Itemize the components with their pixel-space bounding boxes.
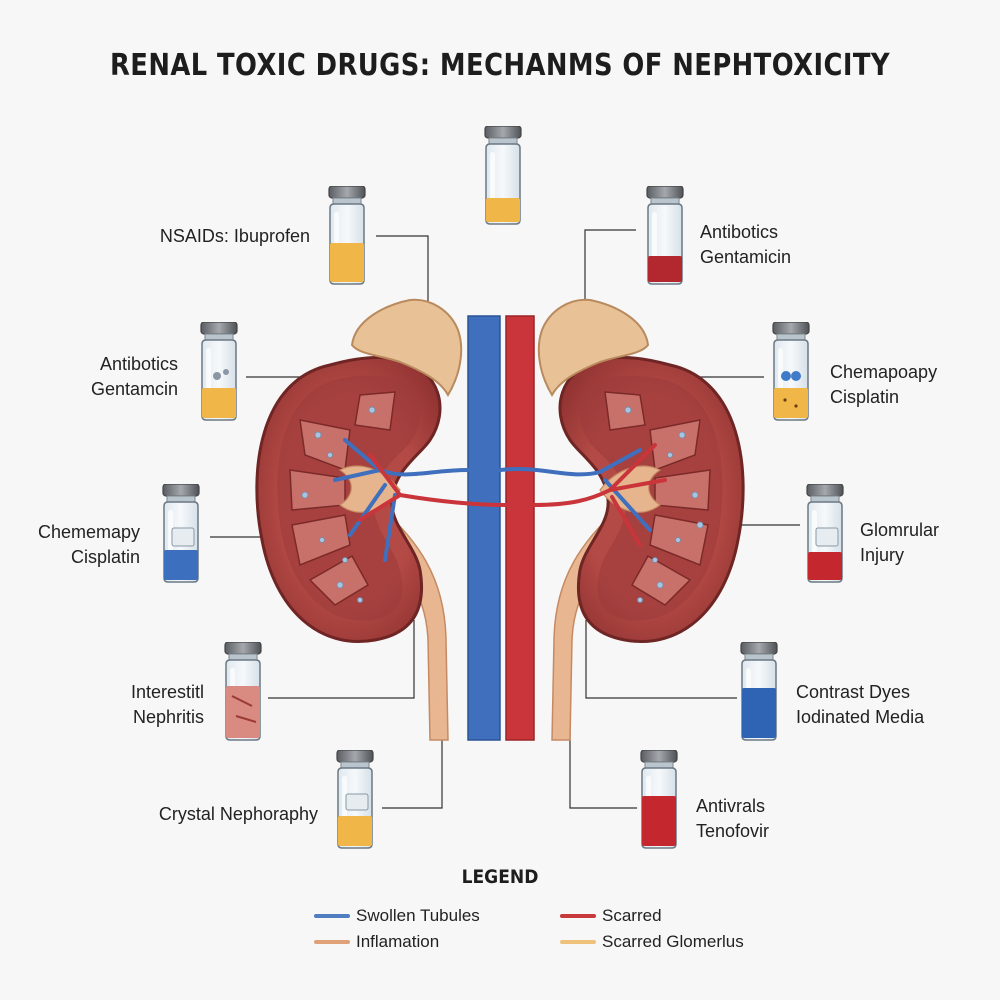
label-antibiotics-left: Antibotics Gentamcin [91,352,178,402]
right-adrenal-gland [537,298,650,398]
legend-swatch [314,940,350,944]
label-line: Cisplatin [830,387,900,407]
legend-label: Scarred Glomerlus [602,932,744,951]
label-line: Tenofovir [696,821,770,841]
label-line: Interestitl [130,682,204,702]
connector-contrast [585,620,737,699]
vena-cava [467,315,501,741]
vial-glomerular [806,484,844,583]
connector-antivirals [569,700,637,809]
label-antivirals: Antivrals Tenofovir [696,794,769,844]
label-antibiotics-right: Antibotics Gentamicin [700,220,791,270]
vial-chemo-right [772,322,810,421]
label-line: Glomrular [860,520,940,540]
label-line: Antibotics [99,354,178,374]
left-adrenal-gland [350,298,463,398]
connector-antibiotics-right [584,229,636,318]
label-line: Nephritis [132,707,204,727]
connector-interstitial [268,620,415,699]
vial-top [484,126,522,225]
vial-antibiotics-right [646,186,684,285]
label-chemo-left: Chememapy Cisplatin [38,520,140,570]
label-interstitial: Interestitl Nephritis [131,680,204,730]
left-kidney-arteries [358,453,508,522]
label-line: Chememapy [37,522,140,542]
legend-title: LEGEND [461,866,539,888]
legend-swatch [560,914,596,918]
vial-interstitial [224,642,262,741]
legend-item-scarred-glomerlus: Scarred Glomerlus [560,932,744,952]
label-chemo-right: Chemapoapy Cisplatin [830,360,937,410]
label-line: Chemapoapy [830,362,938,382]
label-line: Gentamicin [700,247,792,267]
page-title: RENAL TOXIC DRUGS: MECHANMS OF NEPHTOXIC… [109,48,891,83]
legend-item-inflamation: Inflamation [314,932,439,952]
label-line: Injury [860,545,905,565]
crystal-deposits [301,406,704,603]
label-nsaids: NSAIDs: Ibuprofen [160,224,310,249]
vial-antibiotics-left [200,322,238,421]
label-line: Gentamcin [90,379,178,399]
aorta [505,315,535,741]
legend-swatch [560,940,596,944]
label-line: Antibotics [700,222,779,242]
vial-nsaids [328,186,366,285]
vial-antivirals [640,750,678,849]
legend-label: Swollen Tubules [356,906,480,925]
legend-swatch [314,914,350,918]
legend-item-scarred: Scarred [560,906,662,926]
label-line: Cisplatin [70,547,140,567]
label-crystal: Crystal Nephoraphy [159,802,318,827]
label-line: Crystal Nephoraphy [158,804,318,824]
label-line: NSAIDs: Ibuprofen [159,226,310,246]
vial-chemo-left [162,484,200,583]
label-line: Antivrals [696,796,766,816]
label-line: Iodinated Media [796,707,925,727]
label-contrast: Contrast Dyes Iodinated Media [796,680,924,730]
connector-nsaids [376,235,429,325]
legend-label: Inflamation [356,932,440,951]
vial-crystal [336,750,374,849]
legend-item-swollen-tubules: Swollen Tubules [314,906,480,926]
legend-label: Scarred [602,906,662,925]
right-kidney-arteries [532,443,667,547]
label-glomerular: Glomrular Injury [860,518,939,568]
vial-contrast [740,642,778,741]
label-line: Contrast Dyes [796,682,911,702]
